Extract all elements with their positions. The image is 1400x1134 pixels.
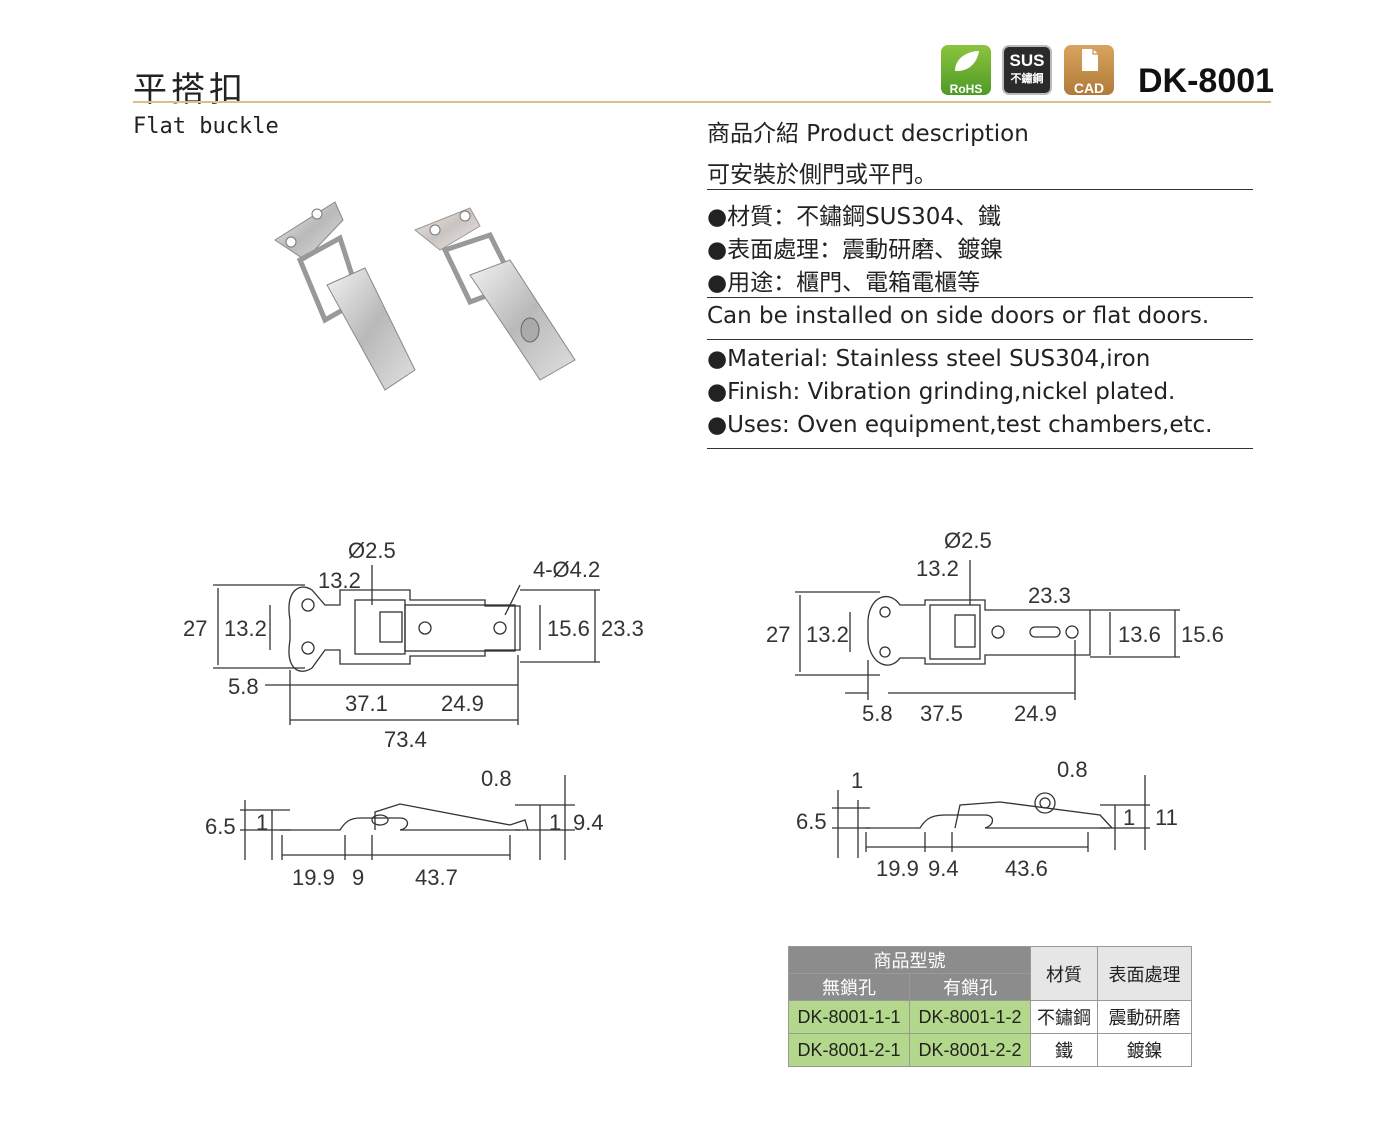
dimension-label: 13.2 [916,556,959,581]
dimension-label: 1 [549,810,562,835]
dimension-label: 13.2 [806,622,849,647]
dimension-label: 9.4 [928,856,959,881]
drawing-right-side-view [832,775,1150,858]
dimension-label: 27 [766,622,791,647]
dimension-label: 0.8 [1057,757,1088,782]
divider [707,448,1253,449]
table-header-finish: 表面處理 [1097,946,1192,1001]
leaf-icon [955,51,979,71]
dimension-label: Ø2.5 [348,538,396,563]
dimension-label: 13.2 [224,616,267,641]
table-row: DK-8001-2-1 DK-8001-2-2 鐵 鍍鎳 [788,1033,1192,1067]
dimension-label: 23.3 [601,616,644,641]
dimension-label: 15.6 [1181,622,1224,647]
dimension-label: 73.4 [384,727,427,752]
title-divider [133,101,1271,103]
latch-photo-no-lock [274,201,416,391]
sus-sublabel: 不鏽鋼 [1010,73,1044,85]
dimension-label: 19.9 [292,865,335,890]
bullet-cn-2: ●表面處理：震動研磨、鍍鎳 [707,237,1004,263]
sus-label: SUS [1009,51,1045,70]
page-title-en: Flat buckle [133,114,279,139]
dimension-label: 37.5 [920,701,963,726]
table-header-lock: 有鎖孔 [909,973,1031,1001]
table-cell: 震動研磨 [1097,1000,1192,1034]
dimension-label: 11 [1155,805,1178,830]
dimension-label: 13.6 [1118,622,1161,647]
divider [707,189,1253,190]
dimension-label: 43.7 [415,865,458,890]
dimension-label: 5.8 [862,701,893,726]
drawing-left-top-view [213,565,600,725]
table-cell: 鐵 [1030,1033,1098,1067]
dimension-label: 27 [183,616,208,641]
sus-badge: SUS 不鏽鋼 [1002,45,1052,95]
drawing-left-side-view [240,775,575,860]
dimension-label: 23.3 [1028,583,1071,608]
dimension-label: 24.9 [441,691,484,716]
dimension-label: 6.5 [205,814,236,839]
dimension-label: 5.8 [228,674,259,699]
description-intro-cn: 可安裝於側門或平門。 [707,162,937,188]
divider [707,339,1253,340]
table-row: DK-8001-1-1 DK-8001-1-2 不鏽鋼 震動研磨 [788,1000,1192,1034]
cad-label: CAD [1073,80,1105,95]
dimension-label: 6.5 [796,809,827,834]
cad-badge: CAD [1064,45,1114,95]
bullet-en-3: ●Uses: Oven equipment,test chambers,etc. [707,412,1213,438]
table-header-model: 商品型號 [788,946,1031,974]
table-cell: DK-8001-1-1 [788,1000,910,1034]
rohs-badge: RoHS [941,45,991,95]
dimension-label: 19.9 [876,856,919,881]
dimension-label: Ø2.5 [944,528,992,553]
description-heading: 商品介紹 Product description [707,121,1029,147]
bullet-cn-3: ●用途：櫃門、電箱電櫃等 [707,270,981,296]
description-intro-en: Can be installed on side doors or flat d… [707,303,1210,329]
dimension-label: 9 [352,865,365,890]
model-number: DK-8001 [1138,62,1275,100]
document-icon [1082,49,1098,71]
table-header-material: 材質 [1030,946,1098,1001]
dimension-label: 1 [256,810,269,835]
table-cell: DK-8001-2-2 [909,1033,1031,1067]
bullet-en-1: ●Material: Stainless steel SUS304,iron [707,346,1151,372]
dimension-label: 1 [851,768,864,793]
dimension-label: 0.8 [481,766,512,791]
dimension-label: 4-Ø4.2 [533,557,601,582]
bullet-cn-1: ●材質：不鏽鋼SUS304、鐵 [707,204,1002,230]
dimension-label: 15.6 [547,616,590,641]
drawing-right-top-view [795,560,1180,700]
table-cell: DK-8001-2-1 [788,1033,910,1067]
table-cell: DK-8001-1-2 [909,1000,1031,1034]
spec-table: 商品型號 材質 表面處理 無鎖孔 有鎖孔 DK-8001-1-1 DK-8001… [788,946,1192,1067]
table-cell: 不鏽鋼 [1030,1000,1098,1034]
table-header-no-lock: 無鎖孔 [788,973,910,1001]
dimension-label: 13.2 [318,568,361,593]
dimension-label: 1 [1123,805,1136,830]
dimension-label: 9.4 [573,810,604,835]
bullet-en-2: ●Finish: Vibration grinding,nickel plate… [707,379,1176,405]
dimension-label: 24.9 [1014,701,1057,726]
divider [707,297,1253,298]
rohs-label: RoHS [949,82,983,95]
latch-photo-with-lock [414,207,576,381]
page-title-cn: 平搭扣 [133,70,247,110]
dimension-label: 37.1 [345,691,388,716]
product-photos [274,201,576,391]
dimension-label: 43.6 [1005,856,1048,881]
table-cell: 鍍鎳 [1097,1033,1192,1067]
